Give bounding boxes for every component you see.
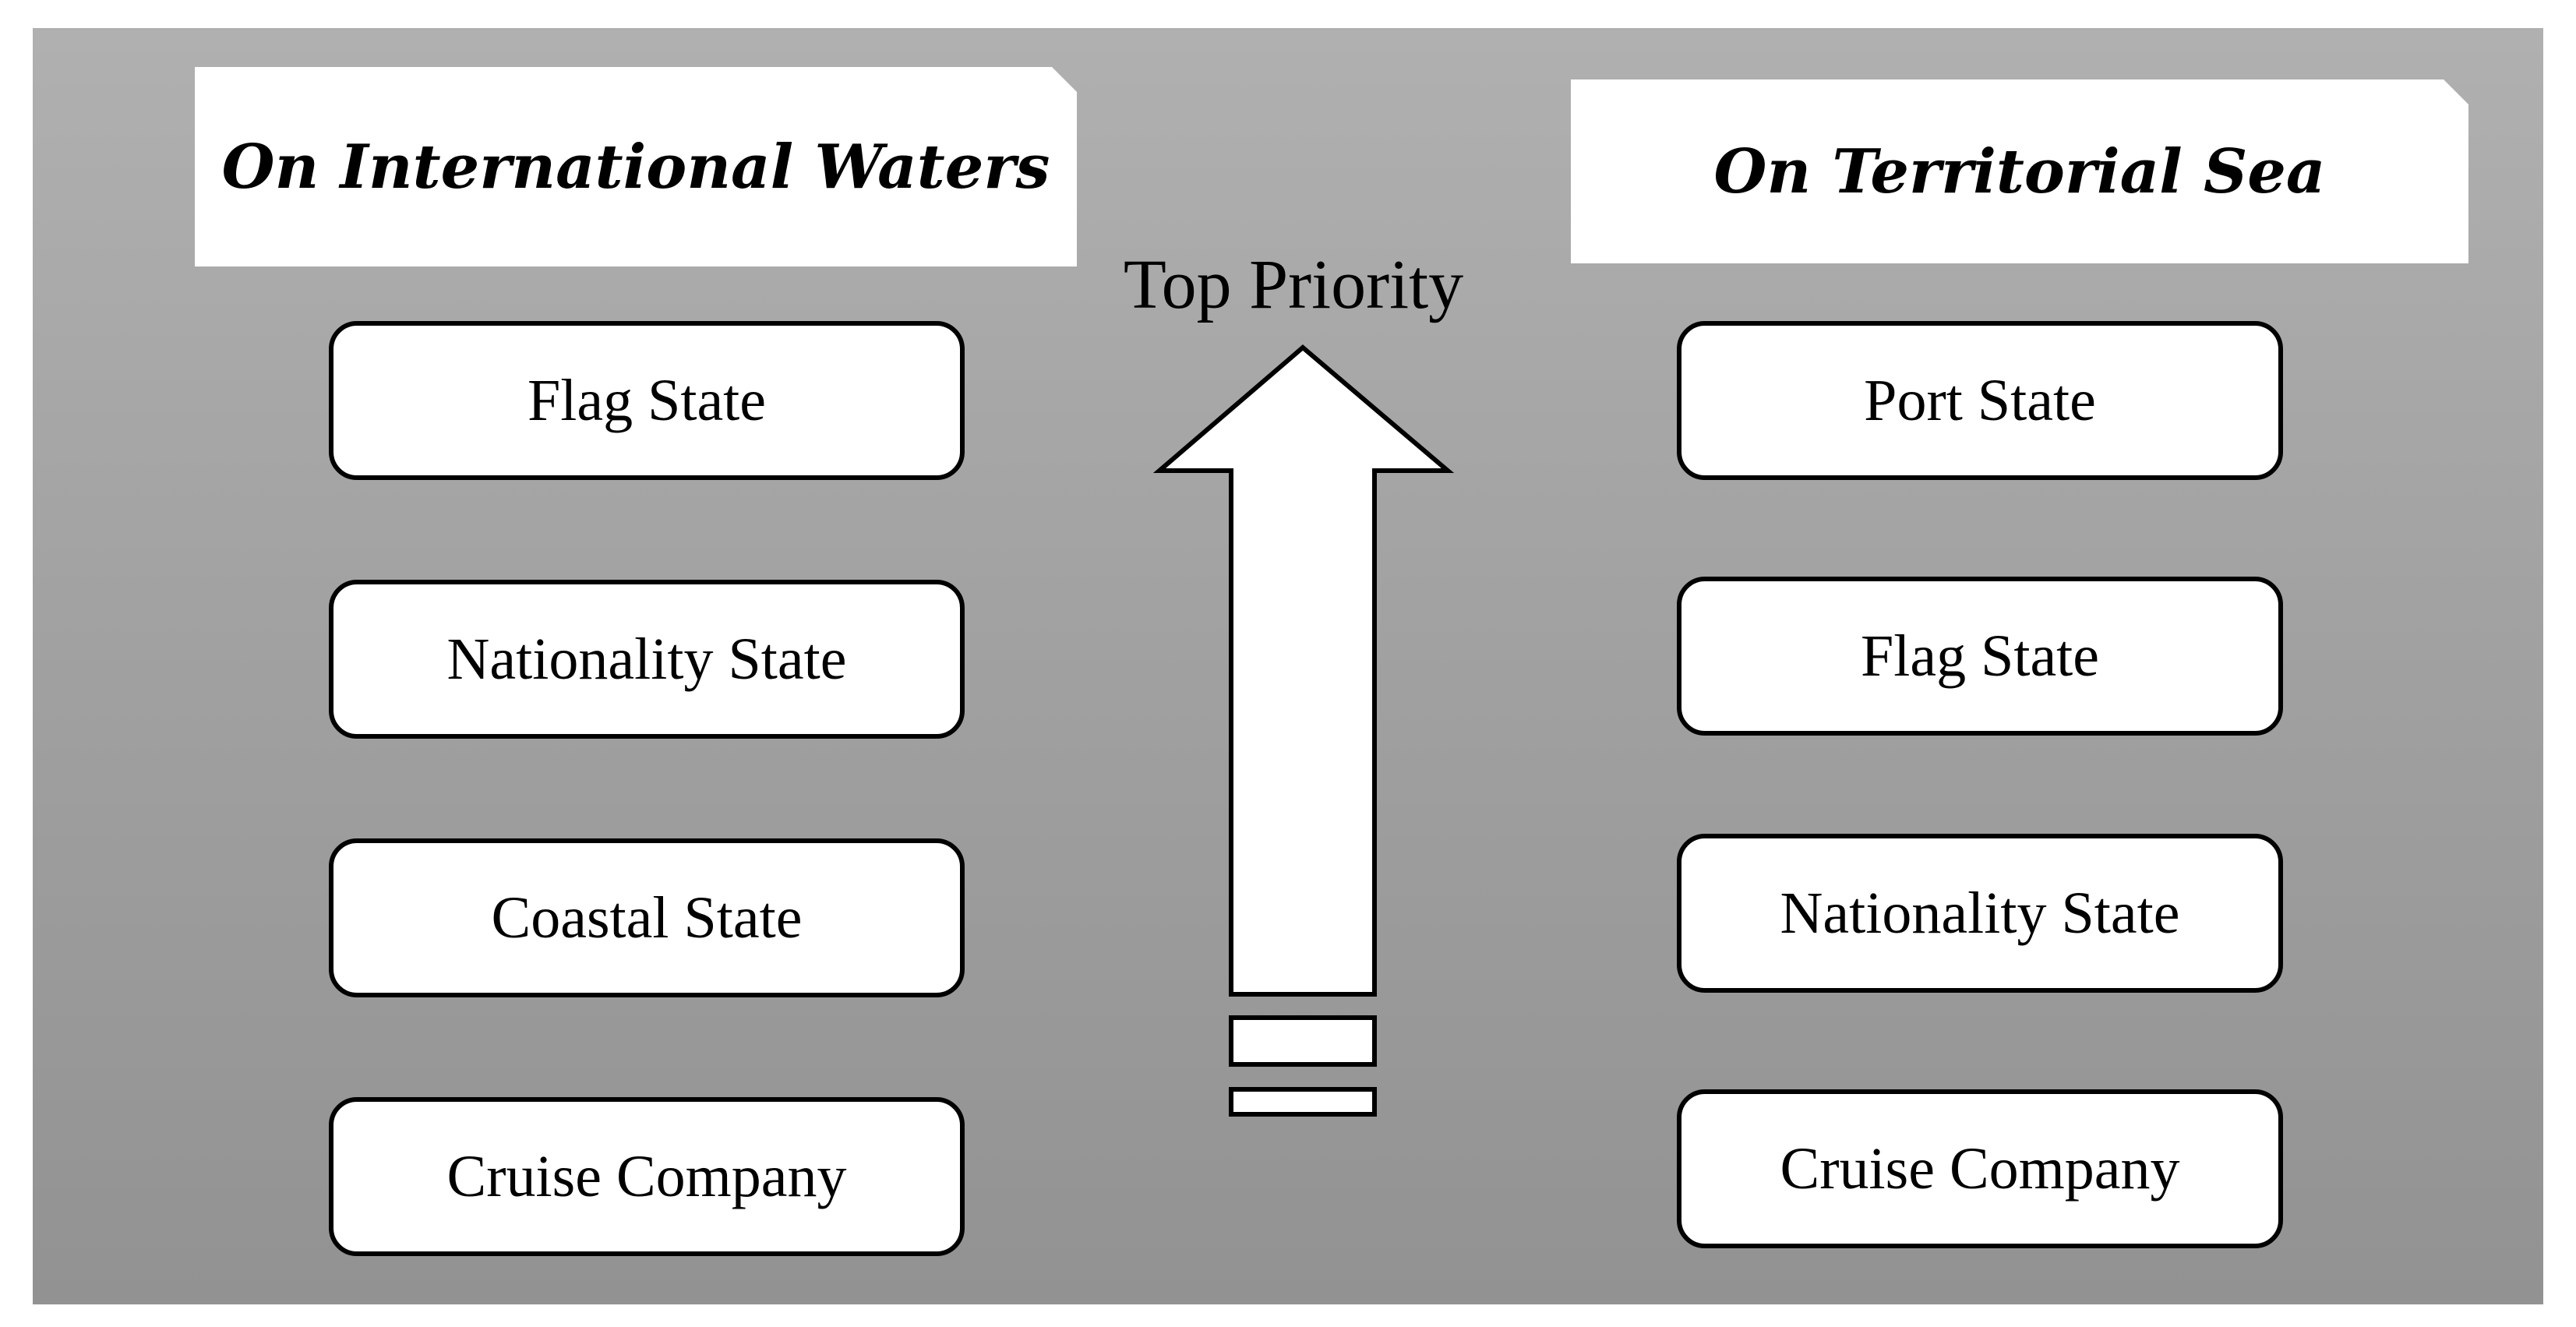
header-territorial-sea: On Territorial Sea (1571, 79, 2468, 263)
left-item-nationality-state: Nationality State (329, 580, 965, 739)
arrow-tail-bar-upper (1229, 1015, 1377, 1067)
right-item-port-state: Port State (1677, 321, 2283, 480)
up-arrow-icon (1152, 344, 1455, 997)
left-item-flag-state: Flag State (329, 321, 965, 480)
top-priority-label: Top Priority (1123, 246, 1464, 323)
right-item-nationality-state: Nationality State (1677, 834, 2283, 993)
arrow-tail-bar-lower (1229, 1087, 1377, 1117)
right-item-cruise-company: Cruise Company (1677, 1089, 2283, 1248)
right-item-flag-state: Flag State (1677, 577, 2283, 736)
header-international-waters: On International Waters (195, 67, 1077, 266)
left-item-coastal-state: Coastal State (329, 838, 965, 997)
left-item-cruise-company: Cruise Company (329, 1097, 965, 1256)
